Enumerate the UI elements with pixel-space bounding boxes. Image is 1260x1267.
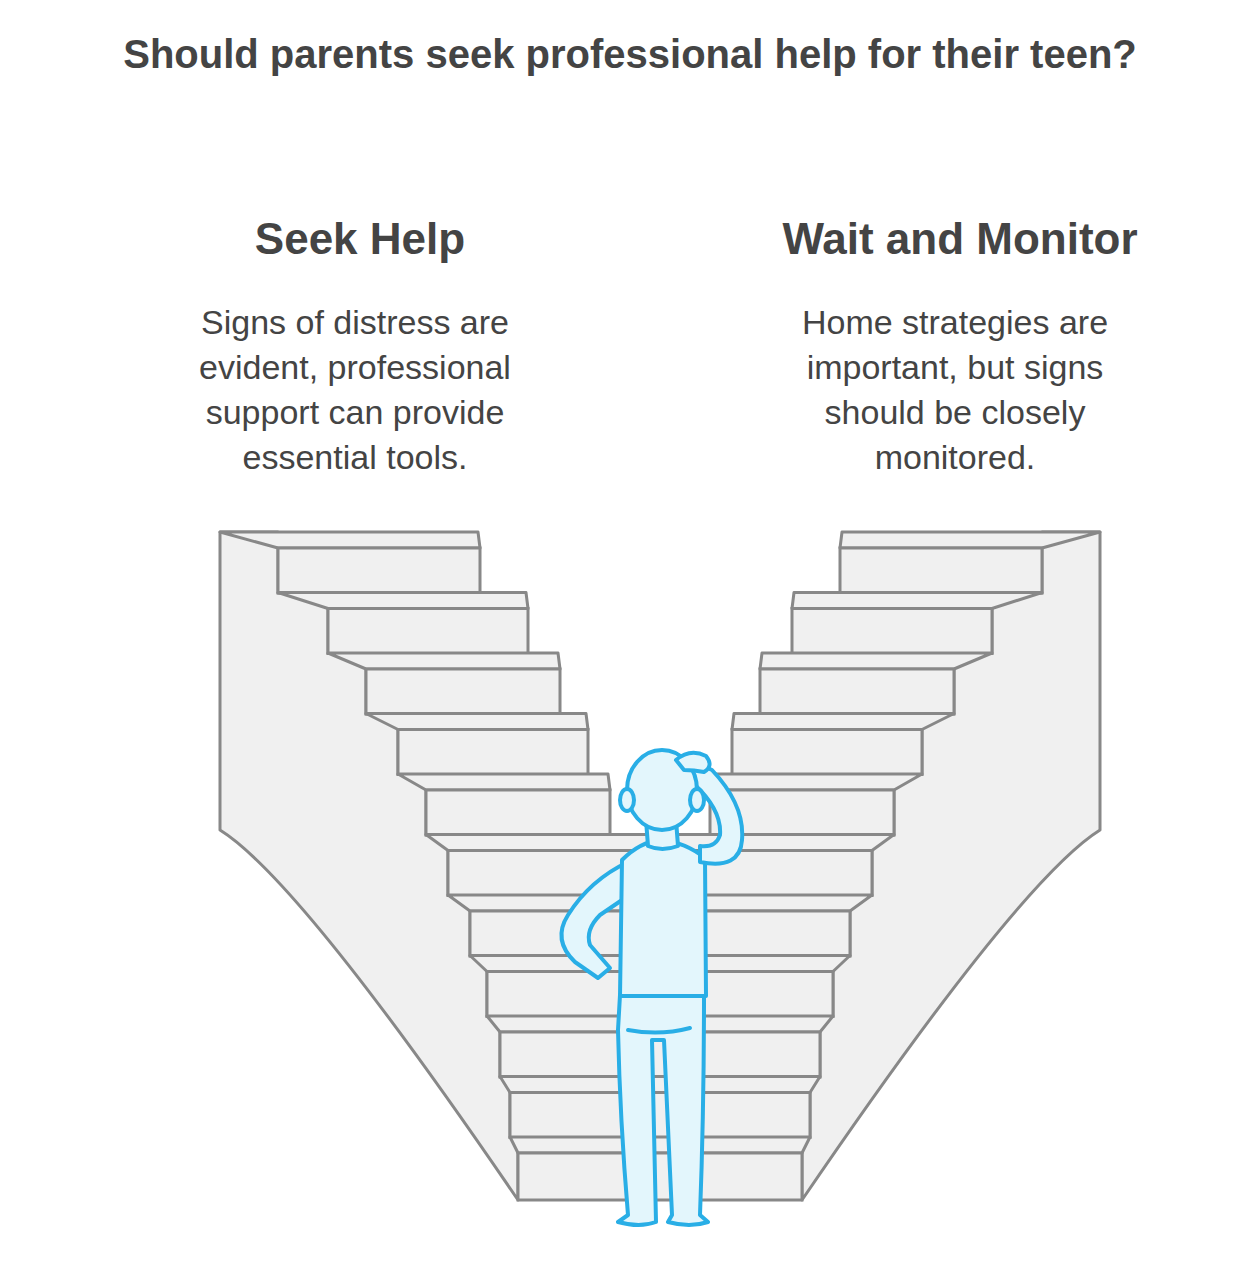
- step-top: [710, 774, 922, 790]
- step-front: [366, 669, 560, 714]
- step-top: [398, 774, 610, 790]
- step-front: [278, 548, 480, 593]
- step-front: [732, 730, 922, 775]
- step-front: [792, 609, 992, 654]
- step-top: [840, 532, 1100, 548]
- step-front: [398, 730, 588, 775]
- step-top: [760, 653, 992, 669]
- step-top: [500, 1077, 820, 1093]
- diagram-title: Should parents seek professional help fo…: [123, 30, 1137, 78]
- person-figure: [561, 750, 742, 1225]
- step-front: [840, 548, 1042, 593]
- step-top: [510, 1137, 810, 1153]
- option-description: Signs of distress are evident, professio…: [165, 300, 545, 480]
- step-top: [792, 593, 1042, 609]
- step-front: [518, 1153, 802, 1200]
- step-top: [328, 653, 560, 669]
- step-top: [278, 593, 528, 609]
- step-front: [510, 1093, 810, 1138]
- stair-walls: [220, 532, 1100, 1200]
- step-front: [426, 790, 610, 835]
- step-top: [220, 532, 480, 548]
- option-heading: Seek Help: [120, 213, 600, 266]
- step-front: [328, 609, 528, 654]
- step-top: [366, 714, 588, 730]
- step-top: [732, 714, 954, 730]
- stair-steps: [220, 532, 1100, 1200]
- option-description: Home strategies are important, but signs…: [770, 300, 1140, 480]
- step-front: [760, 669, 954, 714]
- option-heading: Wait and Monitor: [720, 213, 1200, 266]
